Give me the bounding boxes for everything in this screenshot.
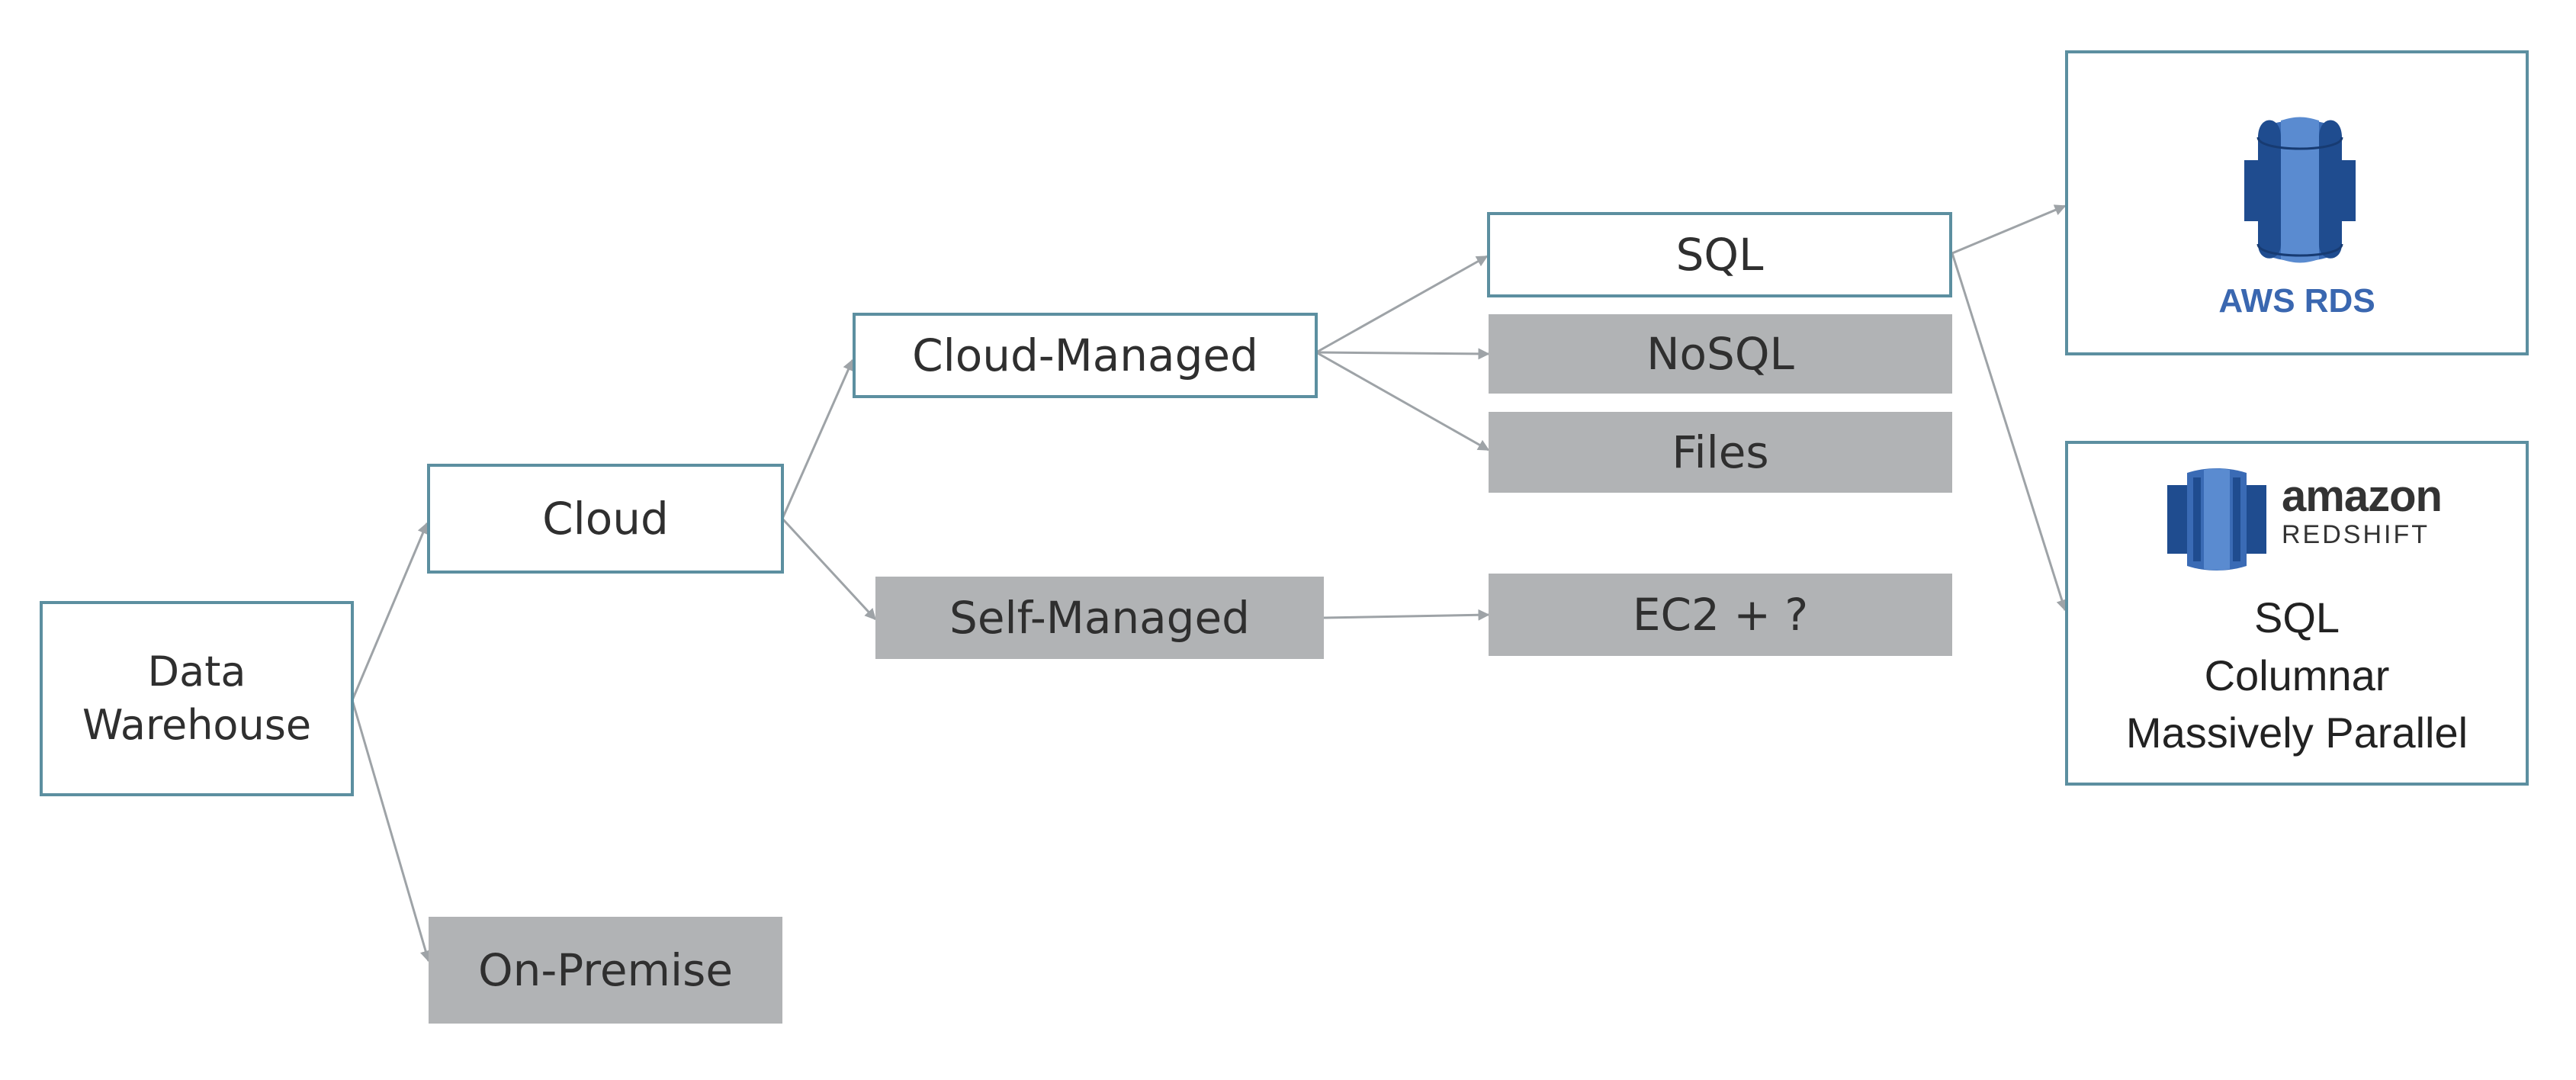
amazon-brand-text: amazon: [2282, 471, 2443, 521]
amazon-redshift-icon: [2167, 468, 2266, 571]
node-files: Files: [1489, 412, 1952, 493]
arrow-self-managed-to-ec2: [1323, 609, 1490, 621]
node-on-premise: On-Premise: [429, 917, 782, 1024]
arrow-sql-to-redshift: [1951, 252, 2068, 612]
node-data-warehouse-label: Data Warehouse: [82, 647, 312, 749]
arrow-cloud-to-cloud-managed: [781, 358, 854, 519]
node-sql-label: SQL: [1675, 229, 1764, 281]
node-sql: SQL: [1487, 212, 1952, 297]
node-nosql-label: NoSQL: [1646, 328, 1794, 380]
arrow-cloud-managed-to-files: [1315, 351, 1490, 452]
node-files-label: Files: [1672, 426, 1769, 478]
node-cloud-managed-label: Cloud-Managed: [912, 329, 1258, 381]
aws-rds-label: AWS RDS: [2218, 282, 2375, 320]
aws-rds-icon: [2244, 117, 2356, 263]
card-amazon-redshift: amazon REDSHIFT SQL Columnar Massively P…: [2065, 441, 2529, 786]
redshift-feature-sql: SQL: [2253, 593, 2340, 641]
arrow-cloud-managed-to-nosql: [1315, 348, 1490, 360]
node-self-managed-label: Self-Managed: [949, 592, 1250, 644]
node-self-managed: Self-Managed: [875, 577, 1324, 659]
node-cloud-managed: Cloud-Managed: [853, 313, 1318, 398]
arrow-warehouse-to-on-premise: [351, 699, 432, 963]
card-aws-rds: AWS RDS: [2065, 50, 2529, 355]
arrow-sql-to-aws-rds: [1951, 204, 2067, 255]
arrow-cloud-managed-to-sql: [1315, 255, 1489, 354]
arrow-cloud-to-self-managed: [781, 517, 877, 621]
amazon-redshift-wordmark: amazon REDSHIFT: [2282, 471, 2443, 549]
arrow-warehouse-to-cloud: [351, 522, 429, 701]
redshift-product-text: REDSHIFT: [2282, 520, 2430, 549]
node-cloud: Cloud: [427, 464, 784, 574]
node-data-warehouse: Data Warehouse: [40, 601, 354, 796]
node-cloud-label: Cloud: [542, 493, 669, 545]
redshift-feature-massively-parallel: Massively Parallel: [2125, 709, 2468, 757]
node-ec2: EC2 + ?: [1489, 574, 1952, 656]
node-nosql: NoSQL: [1489, 314, 1952, 394]
redshift-feature-columnar: Columnar: [2204, 651, 2390, 699]
node-on-premise-label: On-Premise: [477, 944, 734, 996]
redshift-feature-list: SQL Columnar Massively Parallel: [2068, 589, 2526, 762]
node-ec2-label: EC2 + ?: [1632, 589, 1809, 641]
